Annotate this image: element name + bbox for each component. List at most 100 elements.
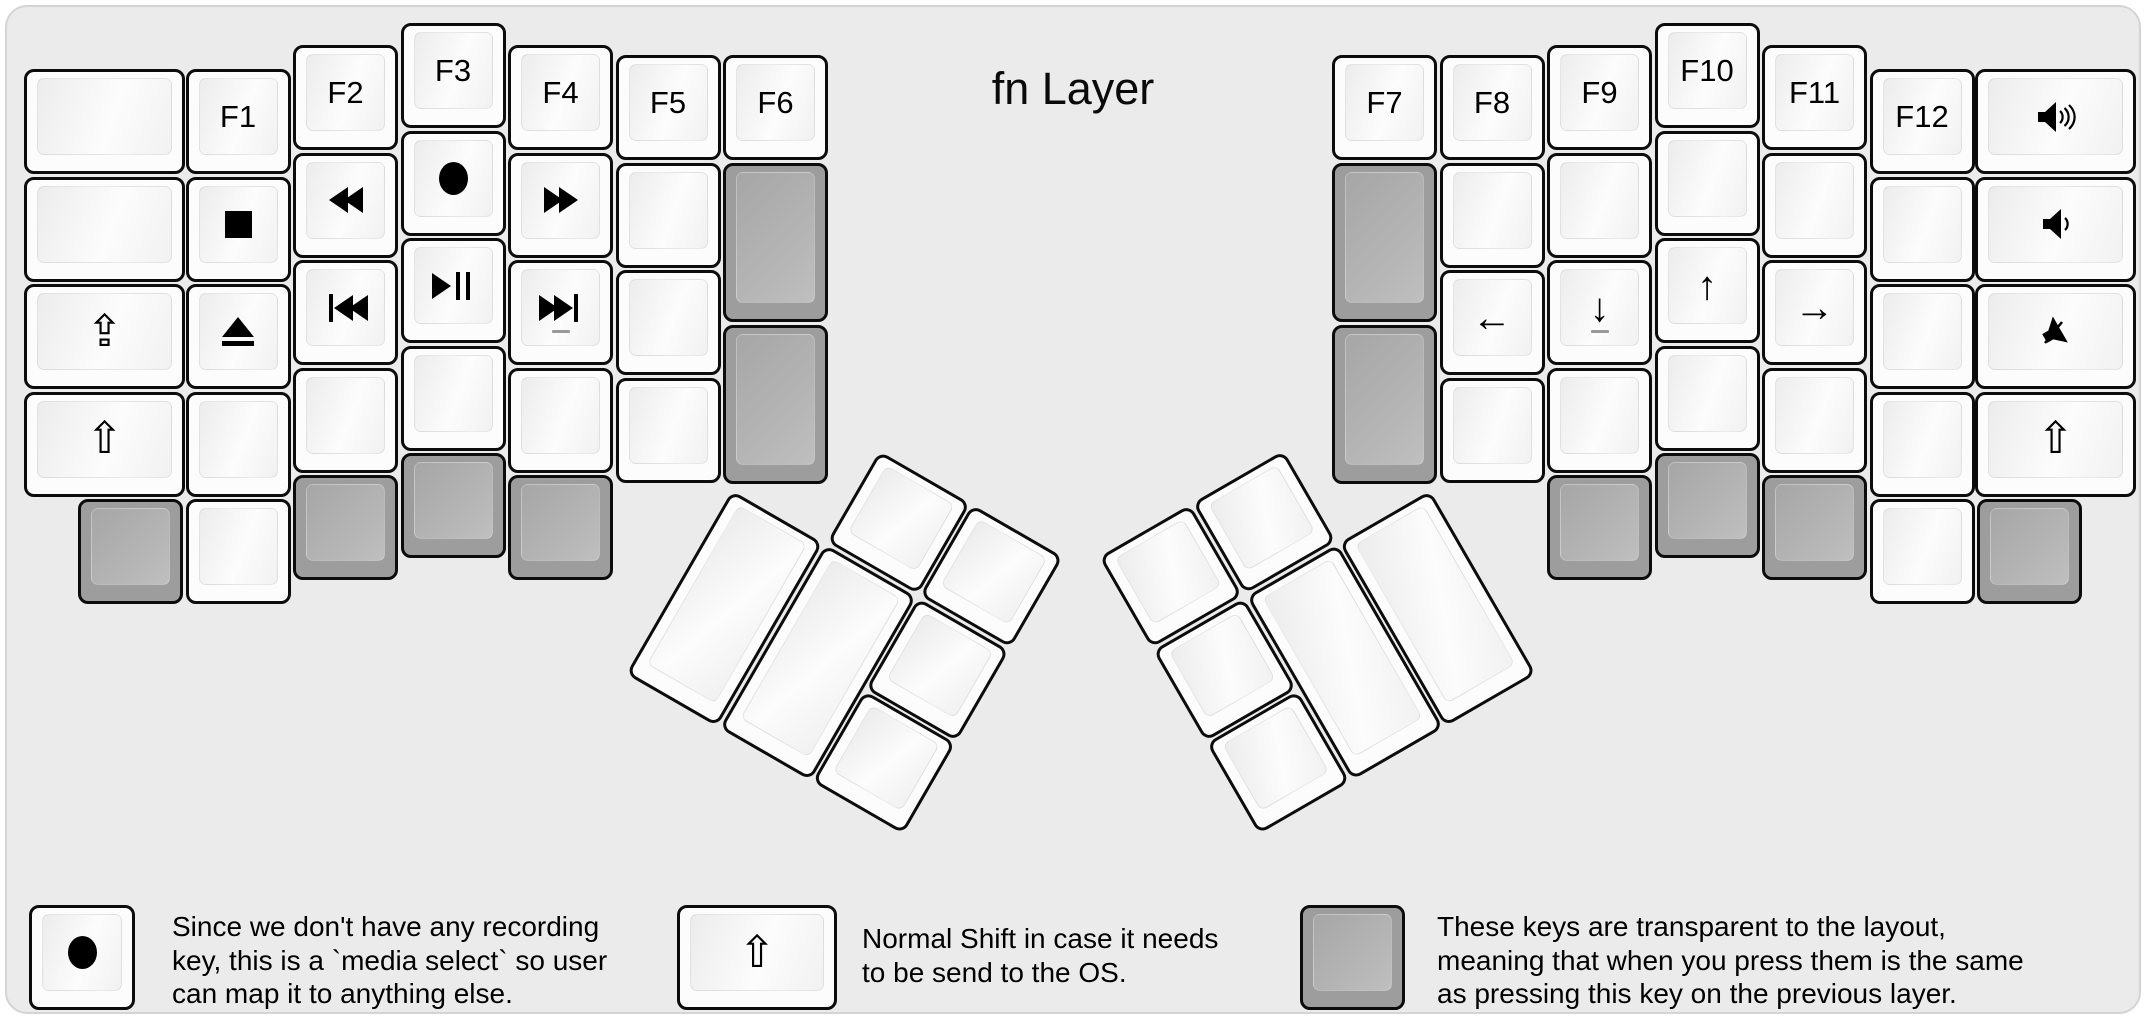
key-f8[interactable]: F8 [1439,55,1545,160]
keycap-surface [521,484,600,561]
keycap-surface [1775,161,1854,239]
keycap-surface [1882,508,1962,585]
key-f7[interactable]: F7 [1332,55,1437,160]
key-blank[interactable] [615,377,721,483]
key-shift-right[interactable]: ⇧ [1975,391,2136,497]
key-rewind[interactable] [293,152,398,258]
key-transparent[interactable] [1547,475,1652,580]
keycap-surface [306,376,385,454]
legend-line: Normal Shift in case it needs [862,923,1219,954]
key-shift-left[interactable]: ⇧ [24,391,185,497]
key-caps-lock[interactable]: ⇪ [24,284,185,389]
key-transparent[interactable] [1977,499,2082,604]
key-f4[interactable]: F4 [508,45,613,150]
key-f5[interactable]: F5 [615,55,721,160]
keycap-surface [521,269,600,346]
key-transparent[interactable] [723,162,828,322]
key-f12[interactable]: F12 [1869,69,1975,174]
legend-text-record: Since we don't have any recording key, t… [172,910,607,1011]
keycap-surface: ⇧ [1988,400,2123,478]
key-fast-forward[interactable] [508,152,613,258]
keycap-surface [1667,139,1747,217]
key-blank[interactable] [615,270,721,375]
key-blank[interactable] [1439,162,1545,268]
key-f3[interactable]: F3 [400,23,506,128]
key-record[interactable] [400,130,506,236]
key-f10[interactable]: F10 [1654,23,1760,128]
legend-transparent-key[interactable] [1300,905,1405,1010]
key-blank[interactable] [1547,152,1652,258]
volume-up-icon [2037,101,2076,132]
key-blank[interactable] [1869,284,1975,389]
keycap-surface [736,333,815,465]
key-transparent[interactable] [293,475,398,580]
key-eject[interactable] [185,284,291,389]
key-blank[interactable] [615,162,721,268]
keycap-surface [1345,171,1424,303]
key-arrow-right[interactable]: → [1762,260,1867,365]
key-f6[interactable]: F6 [723,55,828,160]
key-prev-track[interactable] [293,260,398,365]
key-transparent[interactable] [1762,475,1867,580]
key-blank[interactable] [1654,345,1760,451]
keycap-surface [846,465,954,572]
legend-shift-key[interactable]: ⇧ [677,905,837,1010]
keycap-surface [1452,386,1532,464]
key-transparent[interactable] [78,499,183,604]
legend-text-transparent: These keys are transparent to the layout… [1437,910,2024,1011]
key-blank[interactable] [185,499,291,604]
legend-record-key[interactable] [29,905,135,1010]
key-blank[interactable] [293,367,398,473]
key-f1[interactable]: F1 [185,69,291,174]
arrow-left-icon: ← [1472,295,1512,340]
key-stop[interactable] [185,176,291,282]
key-label: F8 [1473,84,1511,120]
key-blank[interactable] [508,367,613,473]
shift-icon: ⇧ [2037,414,2074,463]
key-next-track[interactable] [508,260,613,365]
key-transparent[interactable] [1332,162,1437,322]
key-blank[interactable] [1439,377,1545,483]
keycap-surface: → [1775,269,1854,346]
key-blank[interactable] [24,69,185,174]
key-label: F12 [1895,98,1949,134]
key-transparent[interactable] [508,475,613,580]
caps-lock-icon: ⇪ [86,306,123,356]
key-mute[interactable] [1975,284,2136,389]
key-arrow-up[interactable]: ↑ [1654,238,1760,343]
key-f9[interactable]: F9 [1547,45,1652,150]
key-label: F1 [219,98,257,134]
key-transparent[interactable] [723,324,828,484]
key-play-pause[interactable] [400,238,506,343]
keycap-surface [413,247,493,324]
key-blank[interactable] [1762,367,1867,473]
key-volume-down[interactable] [1975,176,2136,282]
key-label: F2 [327,74,364,110]
key-blank[interactable] [24,176,185,282]
key-f2[interactable]: F2 [293,45,398,150]
keycap-surface [1667,462,1747,539]
key-blank[interactable] [400,345,506,451]
keycap-surface: F7 [1345,64,1424,141]
key-blank[interactable] [1869,176,1975,282]
key-transparent[interactable] [1332,324,1437,484]
key-blank[interactable] [1547,367,1652,473]
key-blank[interactable] [1654,130,1760,236]
key-blank[interactable] [1869,391,1975,497]
keycap-surface [521,376,600,454]
key-blank[interactable] [185,391,291,497]
keycap-surface [198,400,278,478]
key-volume-up[interactable] [1975,69,2136,174]
keycap-surface [1313,914,1392,991]
key-arrow-down[interactable]: ↓ [1547,260,1652,365]
key-blank[interactable] [1869,499,1975,604]
key-arrow-left[interactable]: ← [1439,270,1545,375]
eject-icon [222,317,254,346]
keycap-surface [1667,354,1747,432]
key-label: F4 [542,74,579,110]
key-f11[interactable]: F11 [1762,45,1867,150]
key-transparent[interactable] [400,453,506,558]
key-transparent[interactable] [1654,453,1760,558]
keycap-surface: F3 [413,32,493,109]
key-blank[interactable] [1762,152,1867,258]
